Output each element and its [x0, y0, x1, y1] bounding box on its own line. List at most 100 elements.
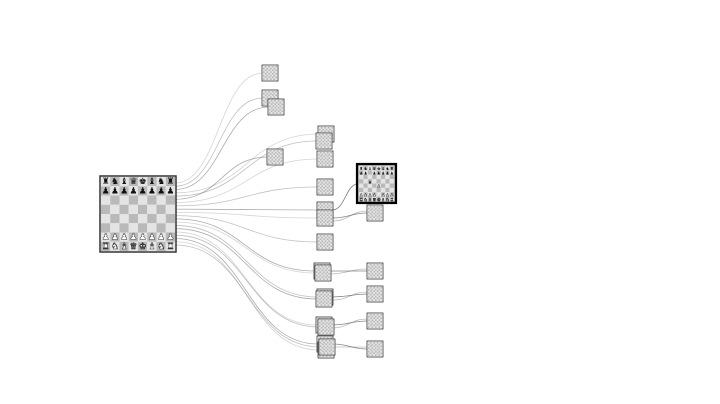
board-square	[128, 177, 138, 187]
black-piece: ♜	[166, 177, 174, 187]
board-square	[373, 321, 375, 323]
black-piece: ♟	[364, 171, 368, 176]
board-square	[332, 348, 334, 351]
board-square	[273, 151, 275, 154]
board-square	[273, 66, 276, 68]
board-square	[375, 209, 377, 212]
board-square	[268, 96, 270, 98]
board-square	[324, 321, 326, 324]
white-piece: ♟	[111, 233, 119, 243]
board-square	[279, 112, 282, 114]
reply-thumbnail[interactable]	[366, 204, 384, 222]
board-square	[279, 105, 282, 107]
board-square	[325, 181, 327, 184]
move-thumbnail[interactable]	[318, 338, 336, 356]
board-square	[376, 342, 379, 344]
expanded-node-board[interactable]: ♜♞♝♛♚♝♞♜♟♟♟♟♟♟♟♟♟♟♟♟♟♟♟♟♜♞♝♛♚♝♞♜	[357, 164, 396, 203]
move-thumbnail[interactable]	[315, 290, 333, 308]
board-square	[274, 101, 276, 104]
board-square	[325, 218, 327, 220]
board-square	[329, 297, 331, 299]
board-square	[325, 146, 328, 148]
board-square	[318, 299, 321, 301]
white-piece: ♞	[111, 242, 119, 252]
board-square	[369, 347, 372, 349]
board-square	[326, 192, 329, 194]
board-square	[326, 152, 329, 154]
board-square	[328, 235, 331, 237]
root-board[interactable]: ♜♞♝♛♚♝♞♜♟♟♟♟♟♟♟♟♟♟♟♟♟♟♟♟♜♞♝♛♚♝♞♜	[99, 175, 177, 253]
board-square	[329, 304, 331, 306]
black-piece: ♛	[372, 166, 376, 171]
reply-thumbnail[interactable]	[366, 262, 384, 280]
move-thumbnail[interactable]	[316, 178, 334, 196]
board-square	[380, 192, 386, 197]
board-square	[376, 179, 381, 184]
board-square	[326, 188, 329, 191]
board-square	[318, 240, 320, 242]
board-square	[281, 103, 283, 106]
board-square	[376, 314, 379, 316]
board-square	[369, 214, 372, 217]
move-thumbnail[interactable]	[316, 209, 334, 227]
board-square	[269, 162, 272, 164]
move-thumbnail[interactable]	[266, 148, 284, 166]
board-square	[321, 274, 323, 277]
board-square	[378, 290, 381, 293]
move-thumbnail[interactable]	[316, 233, 334, 251]
move-thumbnail[interactable]	[267, 98, 285, 116]
board-square	[324, 144, 326, 147]
board-square	[371, 207, 374, 210]
reply-thumbnail[interactable]	[366, 312, 384, 330]
move-thumbnail[interactable]	[315, 132, 333, 150]
board-square	[101, 204, 111, 214]
board-square	[321, 190, 324, 193]
board-square	[376, 294, 379, 296]
board-square	[380, 345, 382, 348]
board-square	[330, 221, 332, 224]
board-square	[368, 290, 370, 293]
board-square	[369, 326, 372, 328]
board-square	[376, 211, 379, 213]
move-thumbnail[interactable]	[317, 318, 335, 336]
board-square	[318, 223, 320, 225]
board-square	[266, 101, 269, 104]
board-square	[371, 317, 374, 320]
board-square	[375, 271, 377, 273]
board-square	[325, 235, 327, 237]
board-square	[331, 130, 333, 133]
board-square	[317, 300, 319, 303]
board-square	[380, 265, 382, 268]
move-thumbnail[interactable]	[314, 264, 332, 282]
board-square	[119, 214, 129, 224]
board-square	[324, 295, 326, 298]
board-square	[380, 218, 382, 220]
board-square	[372, 187, 377, 193]
board-square	[321, 345, 324, 347]
board-square	[380, 214, 382, 217]
board-square	[271, 158, 274, 161]
move-thumbnail[interactable]	[316, 150, 334, 168]
board-square	[371, 295, 374, 298]
board-square	[324, 276, 327, 279]
board-square	[328, 218, 331, 220]
board-square	[328, 352, 331, 354]
board-square	[380, 211, 382, 213]
board-square	[323, 352, 326, 354]
reply-thumbnail[interactable]	[366, 285, 384, 303]
board-square	[272, 105, 275, 107]
board-square	[268, 162, 270, 164]
board-square	[272, 103, 275, 106]
board-square	[276, 162, 279, 164]
board-square	[332, 352, 334, 354]
reply-thumbnail[interactable]	[366, 340, 384, 358]
board-square	[330, 235, 332, 237]
board-square	[274, 105, 276, 107]
board-square	[268, 67, 270, 70]
move-thumbnail[interactable]	[261, 64, 279, 82]
board-square	[325, 212, 327, 215]
board-square	[368, 322, 370, 325]
board-square	[359, 179, 364, 184]
board-square	[380, 349, 382, 351]
board-square	[318, 304, 321, 306]
